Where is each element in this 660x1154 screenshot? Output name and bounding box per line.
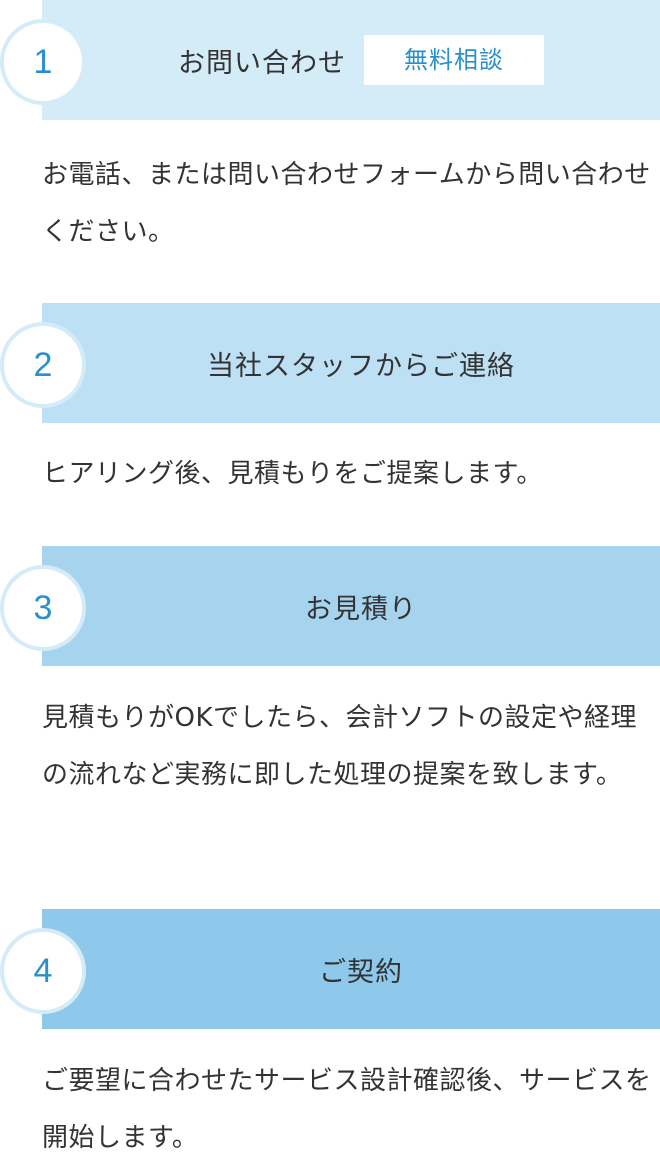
step-1-title-wrap: お問い合わせ 無料相談 xyxy=(42,0,660,120)
step-2-header: 当社スタッフからご連絡 xyxy=(42,303,660,423)
step-4-number-circle: 4 xyxy=(0,928,86,1014)
step-3-description: 見積もりがOKでしたら、会計ソフトの設定や経理の流れなど実務に即した処理の提案を… xyxy=(42,703,638,790)
step-2-title: 当社スタッフからご連絡 xyxy=(207,350,515,382)
step-4-header: ご契約 xyxy=(42,909,660,1029)
step-2-title-wrap: 当社スタッフからご連絡 xyxy=(42,303,660,423)
step-4-number: 4 xyxy=(33,951,53,990)
step-3-title: お見積り xyxy=(305,593,417,625)
free-consultation-badge: 無料相談 xyxy=(364,35,544,85)
step-4-title-wrap: ご契約 xyxy=(42,909,660,1029)
step-4-title: ご契約 xyxy=(319,956,403,988)
step-1-number: 1 xyxy=(33,42,53,81)
step-2-number: 2 xyxy=(33,345,53,384)
step-1-description: お電話、または問い合わせフォームから問い合わせください。 xyxy=(42,160,651,247)
step-3-header: お見積り xyxy=(42,546,660,666)
step-3-title-wrap: お見積り xyxy=(42,546,660,666)
step-3-number-circle: 3 xyxy=(0,565,86,651)
step-2-number-circle: 2 xyxy=(0,322,86,408)
step-1-title: お問い合わせ xyxy=(178,47,346,79)
step-2-description: ヒアリング後、見積もりをご提案します。 xyxy=(42,459,543,489)
step-1-number-circle: 1 xyxy=(0,19,86,105)
step-3-number: 3 xyxy=(33,588,53,627)
step-4-description: ご要望に合わせたサービス設計確認後、サービスを開始します。 xyxy=(42,1066,652,1153)
step-1-header: お問い合わせ 無料相談 xyxy=(42,0,660,120)
